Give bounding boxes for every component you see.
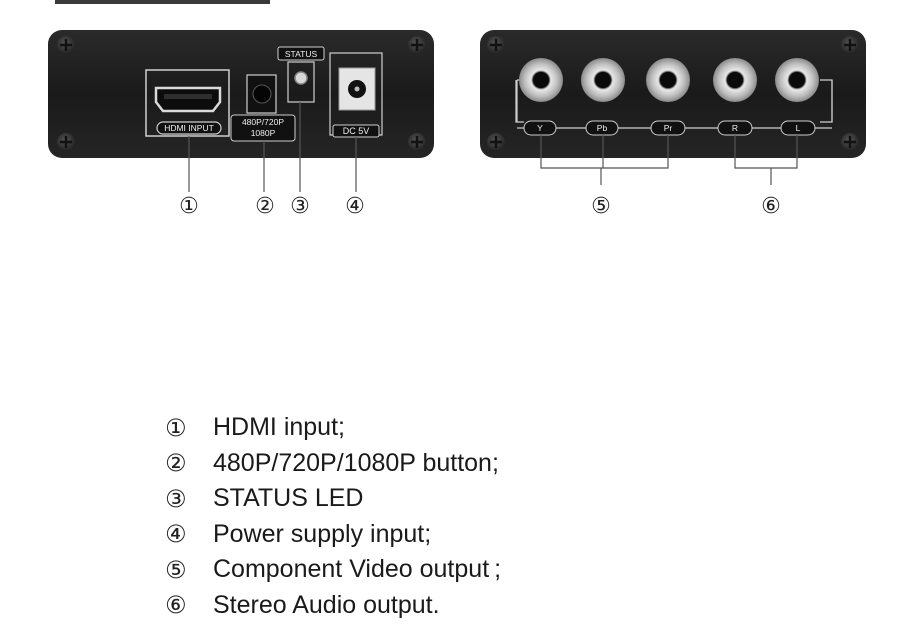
hdmi-port-icon: HDMI INPUT (145, 69, 230, 137)
right-panel: Y Pb Pr R L (480, 30, 866, 158)
jack-label-pr: Pr (650, 120, 686, 136)
callout-3: ③ (290, 194, 310, 219)
svg-text:L: L (796, 123, 801, 133)
svg-text:R: R (732, 123, 738, 133)
callout-6: ⑥ (761, 194, 781, 219)
resolution-label-line1: 480P/720P (242, 117, 284, 127)
top-edge (55, 0, 270, 4)
rca-jack-icon (775, 58, 819, 102)
rca-jack-icon (713, 58, 757, 102)
legend-text: Power supply input; (213, 519, 432, 548)
legend-number: ⑤ (165, 555, 187, 584)
legend-number: ① (165, 413, 187, 442)
legend-number: ② (165, 449, 187, 478)
callout-4: ④ (345, 194, 365, 219)
screw-icon (841, 36, 859, 54)
jack-label-r: R (717, 120, 753, 136)
right-callout-lines (540, 135, 798, 185)
legend-number: ④ (165, 520, 187, 549)
dc-label: DC 5V (343, 126, 370, 136)
rca-jack-icon (646, 58, 690, 102)
svg-text:Y: Y (537, 123, 543, 133)
jack-label-l: L (780, 120, 816, 136)
callout-1: ① (179, 194, 199, 219)
screw-icon (487, 133, 505, 151)
legend-text: HDMI input; (213, 413, 345, 442)
callout-5: ⑤ (591, 194, 611, 219)
jack-label-y: Y (523, 120, 557, 136)
dc-power-port-icon: DC 5V (329, 52, 383, 138)
legend-item-stereo-audio: ⑥ Stereo Audio output. (165, 588, 501, 624)
svg-text:Pr: Pr (664, 123, 673, 133)
legend: ① HDMI input; ② 480P/720P/1080P button; … (165, 410, 501, 623)
legend-item-status: ③ STATUS LED (165, 481, 501, 517)
screw-icon (57, 133, 75, 151)
legend-item-hdmi: ① HDMI input; (165, 410, 501, 446)
left-panel: HDMI INPUT 480P/720P 1080P STATUS DC 5V (48, 30, 434, 158)
resolution-label-line2: 1080P (251, 128, 276, 138)
legend-text: Component Video output ; (213, 555, 502, 584)
legend-item-component-video: ⑤ Component Video output ; (165, 552, 501, 588)
left-callout-lines (188, 102, 357, 192)
legend-text: 480P/720P/1080P button; (213, 448, 499, 477)
screw-icon (487, 36, 505, 54)
status-label: STATUS (285, 49, 318, 59)
callout-2: ② (255, 194, 275, 219)
legend-text: Stereo Audio output. (213, 590, 440, 619)
rca-jack-icon (581, 58, 625, 102)
legend-text: STATUS LED (213, 484, 364, 513)
status-led-icon: STATUS (277, 46, 325, 103)
hdmi-label: HDMI INPUT (164, 123, 214, 133)
svg-text:Pb: Pb (597, 123, 608, 133)
jack-label-pb: Pb (585, 120, 619, 136)
screw-icon (408, 133, 426, 151)
screw-icon (408, 36, 426, 54)
screw-icon (841, 133, 859, 151)
legend-number: ⑥ (165, 591, 187, 620)
legend-number: ③ (165, 484, 187, 513)
legend-item-power: ④ Power supply input; (165, 517, 501, 553)
rca-jack-icon (519, 58, 563, 102)
legend-item-resolution: ② 480P/720P/1080P button; (165, 446, 501, 482)
resolution-button-icon: 480P/720P 1080P (230, 74, 296, 142)
screw-icon (57, 36, 75, 54)
